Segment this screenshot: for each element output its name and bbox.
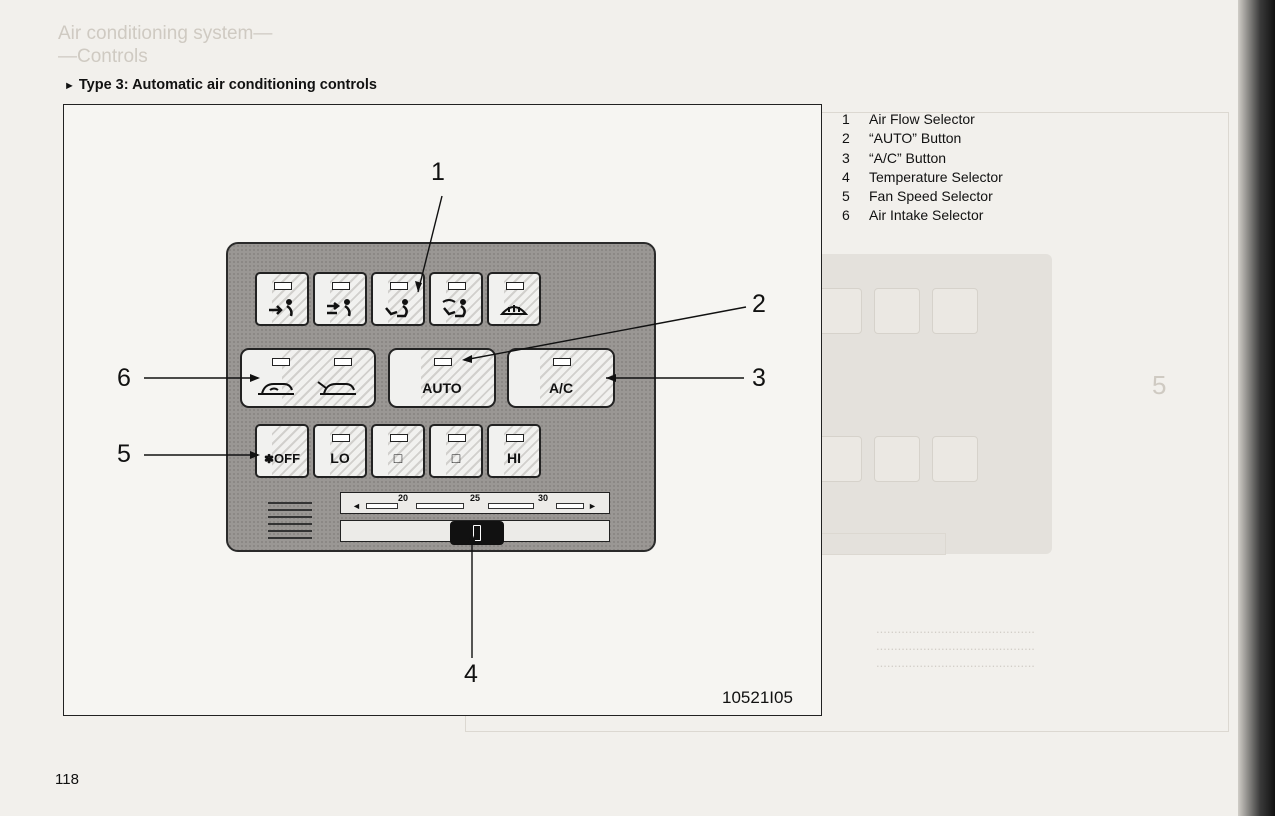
defrost-icon — [499, 305, 529, 315]
scale-segment — [416, 503, 464, 509]
auto-button[interactable]: AUTO — [388, 348, 496, 408]
airflow-foot-button[interactable] — [371, 272, 425, 326]
bleed-big-number: 5 — [1152, 370, 1167, 400]
heading-marker: ► — [64, 80, 75, 92]
indicator-light — [332, 434, 350, 442]
airflow-defrost-button[interactable] — [487, 272, 541, 326]
foot-icon — [385, 299, 408, 318]
indicator-light — [434, 358, 452, 366]
bleed-key — [874, 288, 920, 334]
temp-tick-20: 20 — [398, 493, 409, 503]
bleed-key — [816, 288, 862, 334]
recirculate-icon — [258, 383, 294, 395]
indicator-light — [448, 282, 466, 290]
page-number: 118 — [55, 771, 79, 788]
fan-mid2-button[interactable]: □ — [429, 424, 483, 478]
fan-hi-button[interactable]: HI — [487, 424, 541, 478]
scale-right-arrow-icon: ► — [588, 501, 597, 511]
air-intake-selector[interactable] — [240, 348, 376, 408]
fan-mid1-button[interactable]: □ — [371, 424, 425, 478]
indicator-light — [332, 282, 350, 290]
scale-segment — [556, 503, 584, 509]
bleed-key — [932, 436, 978, 482]
callout-2: 2 — [752, 290, 766, 318]
legend-item: 2“AUTO” Button — [842, 130, 962, 147]
indicator-light — [334, 358, 352, 366]
fan-off-label: OFF — [274, 451, 301, 466]
indicator-light — [448, 434, 466, 442]
page-spine — [1238, 0, 1275, 816]
panel-vent-grille — [268, 502, 312, 544]
scale-segment — [488, 503, 534, 509]
indicator-light — [553, 358, 571, 366]
bleed-text: ........................................… — [876, 621, 1035, 670]
fan-hi-label: HI — [507, 450, 521, 466]
airflow-foot-defrost-button[interactable] — [429, 272, 483, 326]
callout-1: 1 — [431, 158, 445, 186]
fan-mid1-label: □ — [393, 450, 403, 466]
temperature-scale — [340, 492, 610, 514]
foot-defrost-icon — [442, 299, 466, 318]
callout-3: 3 — [752, 364, 766, 392]
temperature-slider-knob[interactable] — [450, 521, 504, 545]
airflow-face-button[interactable] — [255, 272, 309, 326]
callout-5: 5 — [117, 440, 131, 468]
fresh-air-icon — [317, 381, 356, 395]
ac-button-label: A/C — [548, 380, 574, 396]
callout-4: 4 — [464, 660, 478, 688]
legend-item: 3“A/C” Button — [842, 149, 947, 166]
airflow-bilevel-button[interactable] — [313, 272, 367, 326]
fan-lo-button[interactable]: LO — [313, 424, 367, 478]
indicator-light — [390, 282, 408, 290]
scale-left-arrow-icon: ◄ — [352, 501, 361, 511]
fan-off-button[interactable]: ✽OFF — [255, 424, 309, 478]
indicator-light — [390, 434, 408, 442]
indicator-light — [274, 282, 292, 290]
auto-button-label: AUTO — [422, 380, 462, 396]
bleed-key — [874, 436, 920, 482]
indicator-light — [506, 434, 524, 442]
bleed-key — [816, 436, 862, 482]
bleed-title: Air conditioning system——Controls — [58, 23, 273, 67]
scale-segment — [366, 503, 398, 509]
fan-lo-label: LO — [330, 450, 350, 466]
section-heading: ►Type 3: Automatic air conditioning cont… — [64, 77, 377, 93]
heading-text: Type 3: Automatic air conditioning contr… — [78, 77, 377, 93]
callout-6: 6 — [117, 364, 131, 392]
bilevel-icon — [327, 299, 351, 317]
indicator-light — [506, 282, 524, 290]
indicator-light — [272, 358, 290, 366]
bleed-key — [932, 288, 978, 334]
figure-id: 10521I05 — [722, 688, 793, 707]
ac-button[interactable]: A/C — [507, 348, 615, 408]
temp-tick-30: 30 — [538, 493, 549, 503]
vent-face-icon — [269, 299, 293, 317]
fan-mid2-label: □ — [451, 450, 461, 466]
fan-icon: ✽ — [263, 452, 275, 466]
temp-tick-25: 25 — [470, 493, 481, 503]
